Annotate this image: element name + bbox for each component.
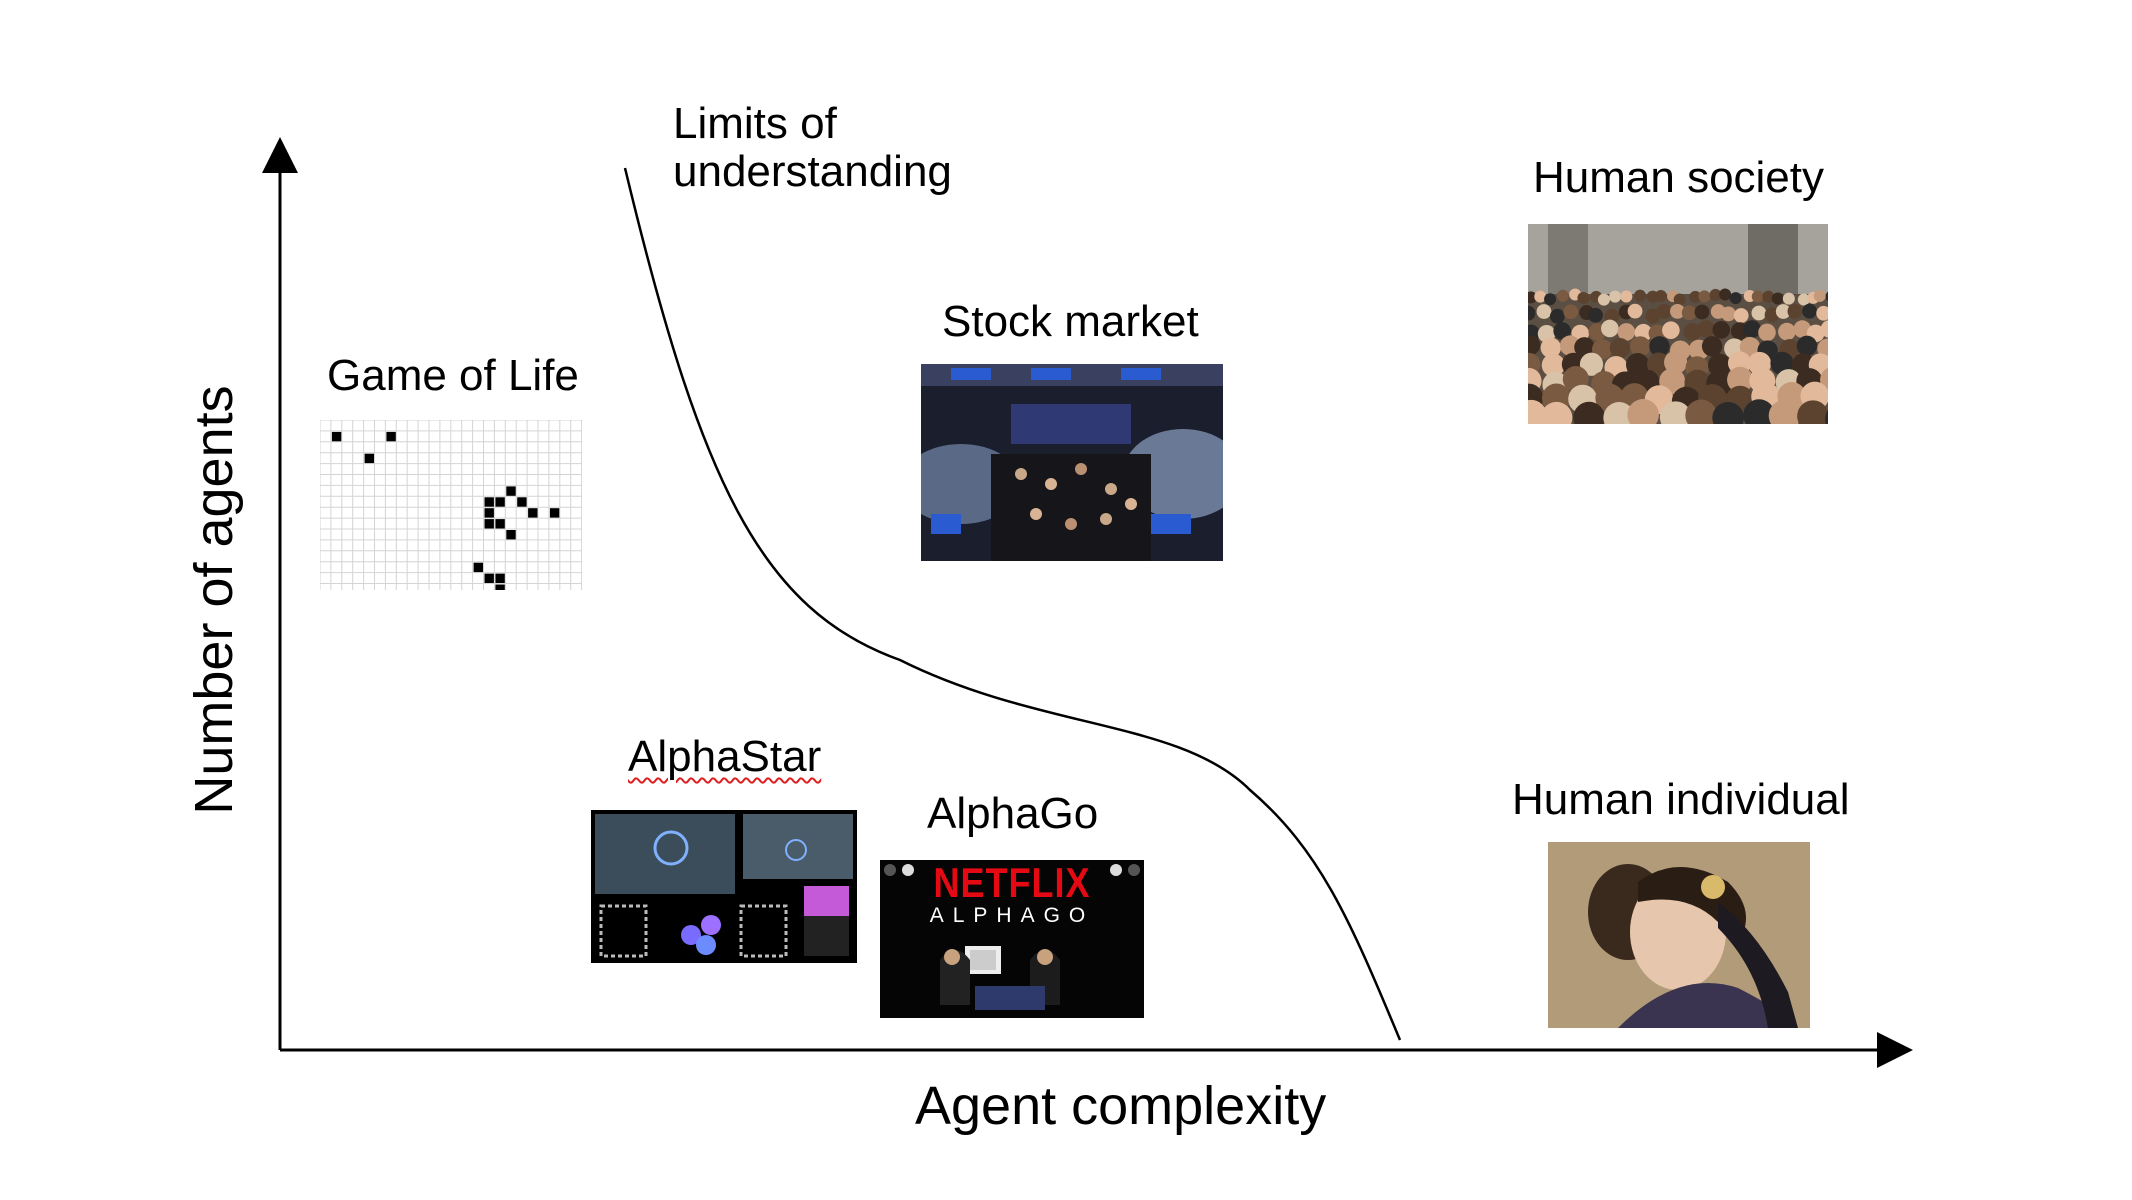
limits-label-line2: understanding <box>673 147 952 197</box>
y-axis-label: Number of agents <box>184 385 244 815</box>
alphastar-image <box>591 810 857 963</box>
alphastar-label: AlphaStar <box>628 732 822 781</box>
netflix-logo-text: NETFLIX <box>933 860 1091 906</box>
alphago-title-text: ALPHAGO <box>929 904 1095 927</box>
human-individual-label: Human individual <box>1512 775 1850 824</box>
alphago-label: AlphaGo <box>927 789 1099 838</box>
limits-label: Limits of understanding <box>673 99 952 197</box>
human-society-image <box>1528 224 1828 424</box>
limits-label-line1: Limits of <box>673 99 837 148</box>
game-of-life-label: Game of Life <box>327 351 579 400</box>
game-of-life-image <box>320 420 582 590</box>
alphago-image: NETFLIX ALPHAGO <box>880 860 1144 1018</box>
stock-market-image <box>921 364 1223 561</box>
limits-of-understanding-curve <box>623 167 1402 1041</box>
x-axis-label: Agent complexity <box>915 1076 1327 1136</box>
human-individual-image <box>1548 842 1810 1028</box>
stock-market-label: Stock market <box>942 297 1199 346</box>
human-society-label: Human society <box>1533 153 1825 202</box>
